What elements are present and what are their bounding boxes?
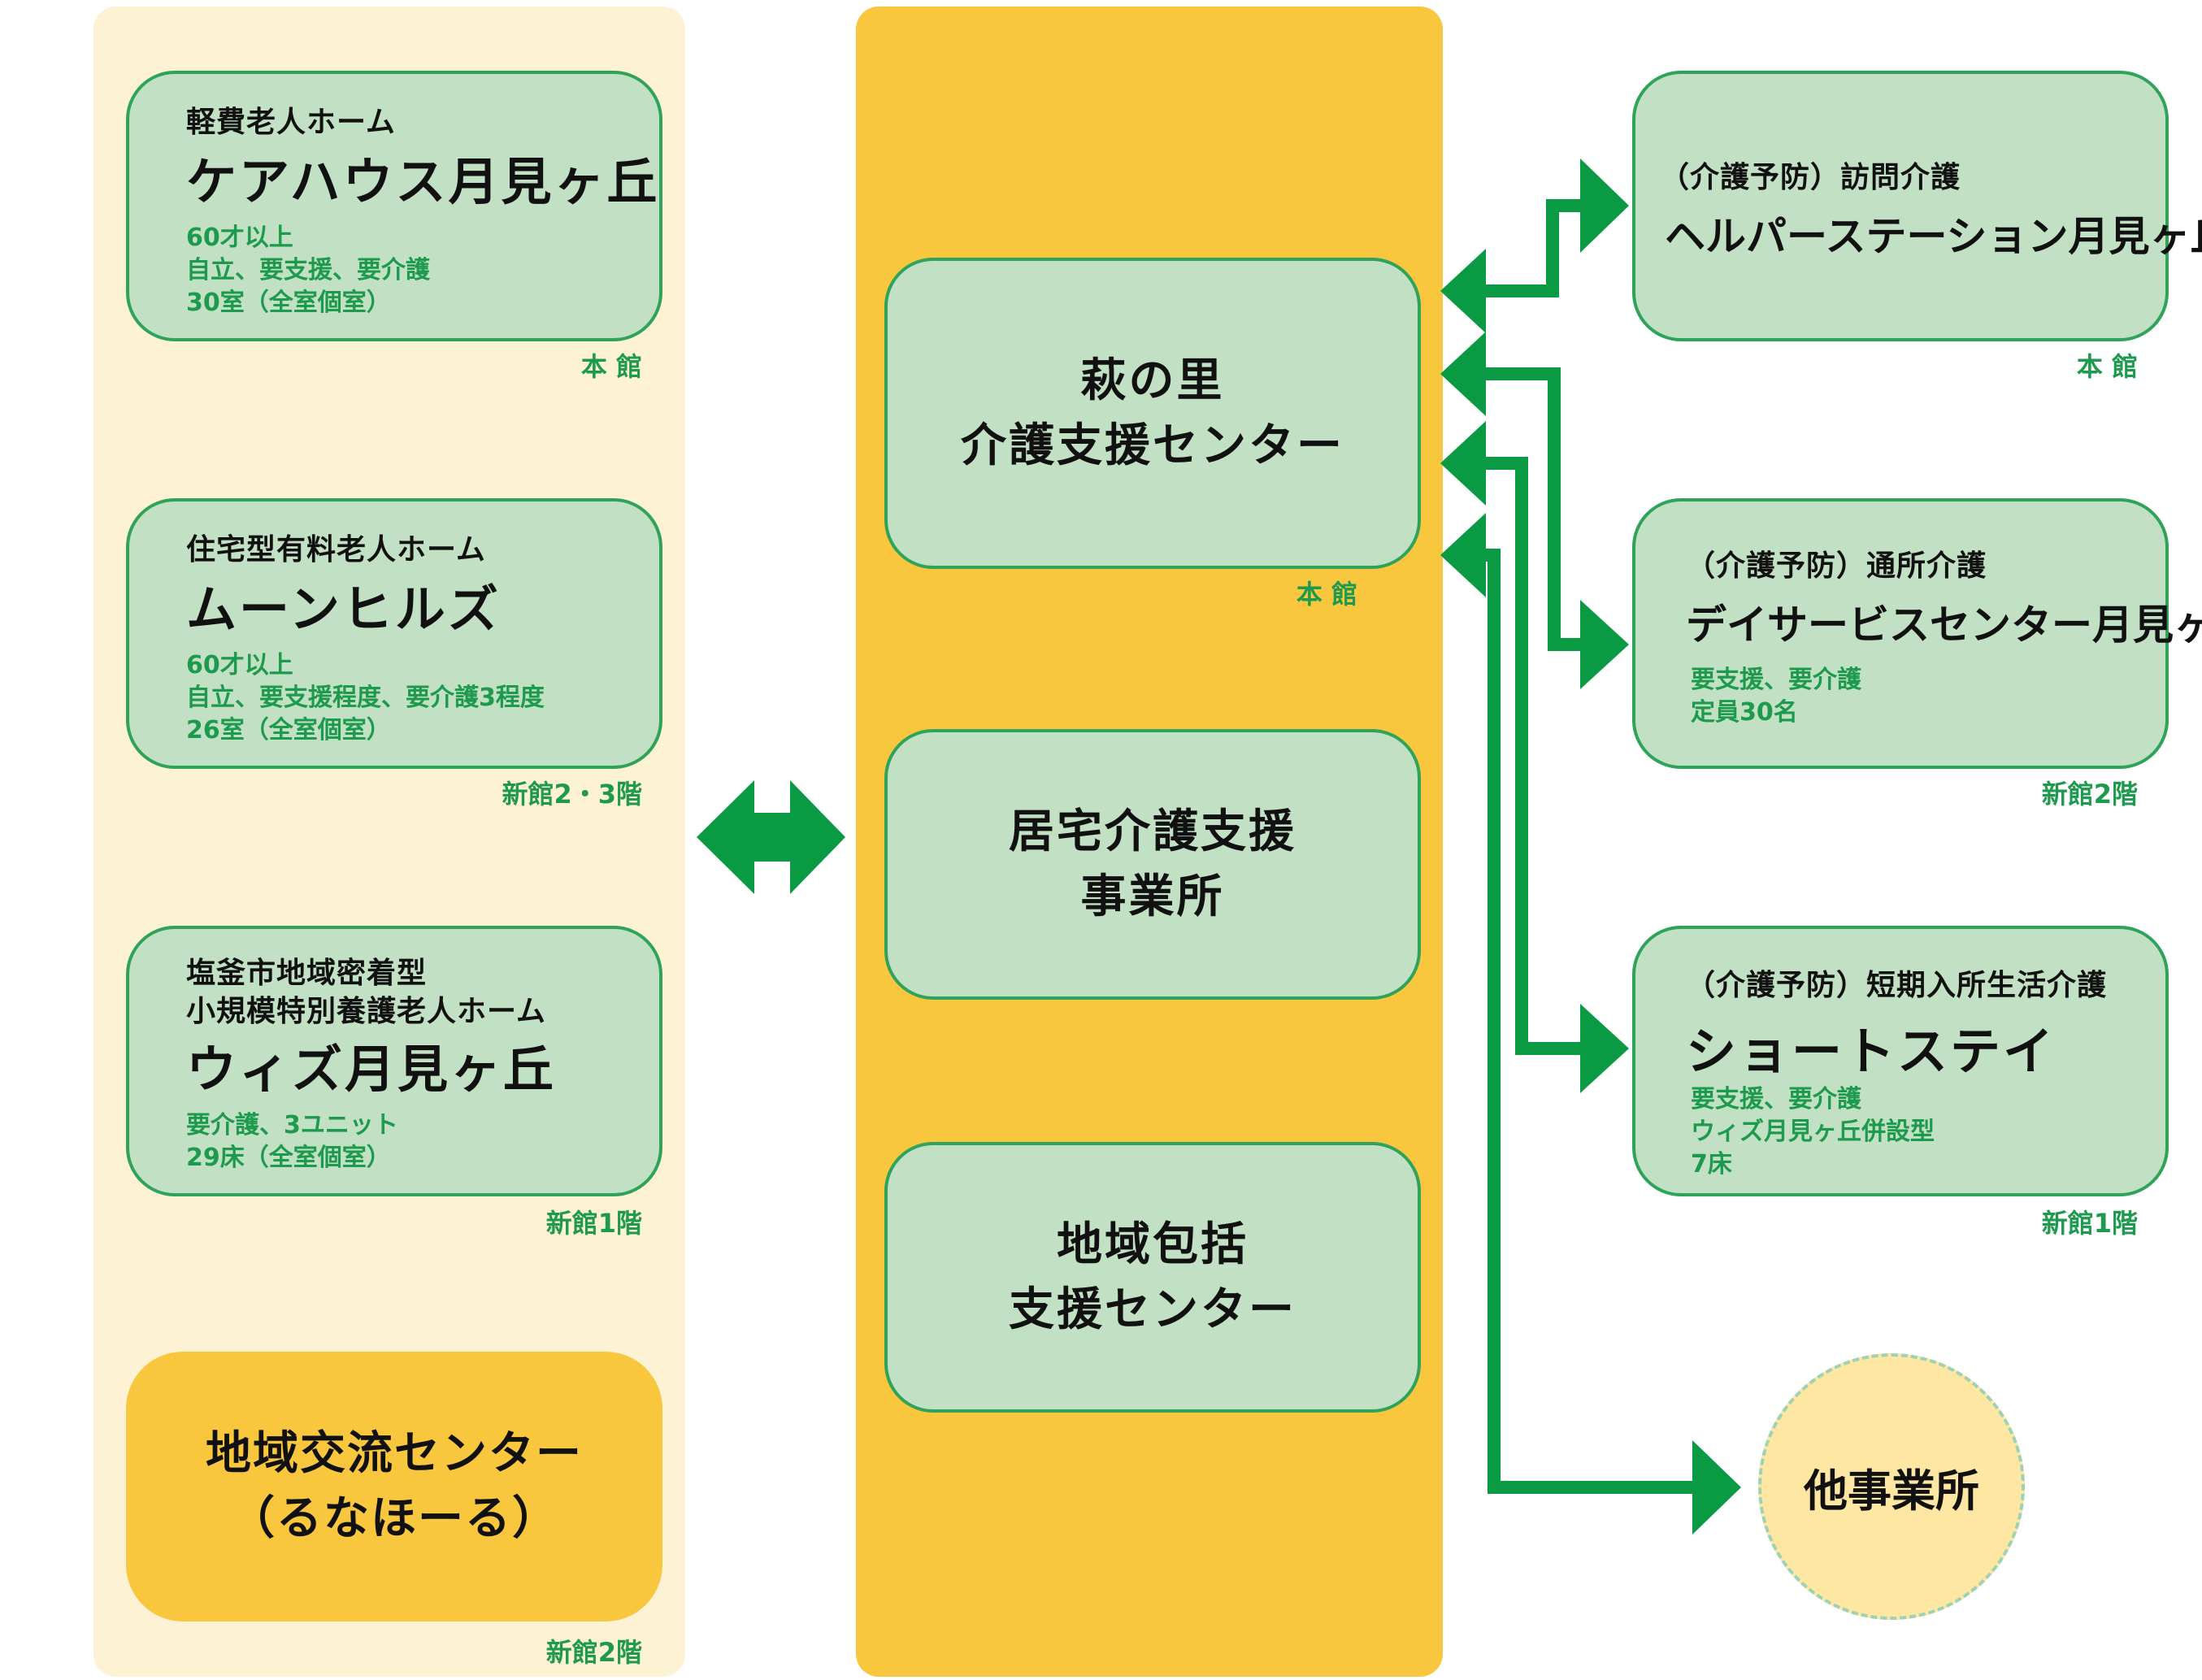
service-type: （介護予防）通所介護 — [1686, 549, 1987, 583]
facility-type: 塩釜市地域密着型 — [186, 957, 428, 990]
service-name: デイサービスセンター月見ヶ丘 — [1686, 601, 2202, 649]
service-type: （介護予防）短期入所生活介護 — [1686, 969, 2108, 1002]
service-type: （介護予防）訪問介護 — [1660, 161, 1961, 194]
community-center-name: 地域交流センター — [206, 1427, 583, 1480]
arrow-line — [1471, 199, 1590, 297]
facility-name: ムーンヒルズ — [186, 580, 501, 639]
arrow-head-left — [1440, 421, 1486, 506]
facility-details: 要介護、3ユニット 29床（全室個室） — [186, 1111, 398, 1172]
arrow-head-right — [1692, 1440, 1741, 1535]
bidirectional-arrow — [697, 780, 845, 894]
floor-label: 新館2・3階 — [502, 779, 642, 810]
facility-type: 小規模特別養護老人ホーム — [186, 995, 546, 1028]
floor-label: 新館1階 — [2041, 1208, 2138, 1239]
floor-label: 新館1階 — [545, 1208, 642, 1239]
facility-wiz: 塩釜市地域密着型 小規模特別養護老人ホーム ウィズ月見ヶ丘 要介護、3ユニット … — [126, 926, 662, 1196]
facility-details: 60才以上 自立、要支援程度、要介護3程度 26室（全室個室） — [186, 651, 545, 744]
service-day-service: （介護予防）通所介護 デイサービスセンター月見ヶ丘 要支援、要介護 定員30名 — [1632, 498, 2202, 769]
floor-label: 新館2階 — [545, 1637, 642, 1668]
arrow-head-right — [1580, 1004, 1629, 1093]
regional-support-center: 地域包括 支援センター — [884, 1142, 1421, 1413]
facility-details: 60才以上 自立、要支援、要介護 30室（全室個室） — [186, 224, 430, 317]
service-short-stay: （介護予防）短期入所生活介護 ショートステイ 要支援、要介護 ウィズ月見ヶ丘併設… — [1632, 926, 2169, 1196]
arrow-line — [1471, 367, 1590, 651]
facility-care-house: 軽費老人ホーム ケアハウス月見ヶ丘 60才以上 自立、要支援、要介護 30室（全… — [126, 71, 662, 341]
other-offices-label: 他事業所 — [1804, 1465, 1979, 1517]
service-helper-station: （介護予防）訪問介護 ヘルパーステーション月見ヶ丘 — [1632, 71, 2202, 341]
community-center: 地域交流センター （るなほーる） — [126, 1352, 662, 1621]
service-name: ショートステイ — [1686, 1022, 2057, 1081]
service-details: 要支援、要介護 定員30名 — [1691, 666, 1861, 727]
community-center-nickname: （るなほーる） — [229, 1492, 559, 1545]
arrow-head-left — [1440, 513, 1486, 597]
floor-label: 本 館 — [2076, 351, 2138, 382]
hagi-care-support-center: 萩の里 介護支援センター — [884, 258, 1421, 569]
floor-label: 新館2階 — [2041, 779, 2138, 810]
facility-name: ウィズ月見ヶ丘 — [186, 1040, 557, 1099]
arrow-head-right — [1580, 600, 1629, 689]
other-offices: 他事業所 — [1758, 1353, 2025, 1620]
arrow-line — [1471, 457, 1590, 1055]
arrow-head-right — [1580, 158, 1629, 253]
service-name: ヘルパーステーション月見ヶ丘 — [1665, 213, 2202, 260]
facility-moon-hills: 住宅型有料老人ホーム ムーンヒルズ 60才以上 自立、要支援程度、要介護3程度 … — [126, 498, 662, 769]
arrow-head-left — [1440, 332, 1486, 416]
floor-label: 本 館 — [1296, 579, 1357, 610]
service-details: 要支援、要介護 ウィズ月見ヶ丘併設型 7床 — [1691, 1085, 1935, 1179]
home-care-support-office: 居宅介護支援 事業所 — [884, 729, 1421, 1000]
facility-name: ケアハウス月見ヶ丘 — [186, 152, 660, 211]
arrow-head-left — [1440, 249, 1486, 333]
facility-type: 軽費老人ホーム — [186, 106, 396, 139]
facility-type: 住宅型有料老人ホーム — [186, 533, 486, 567]
floor-label: 本 館 — [580, 351, 642, 382]
